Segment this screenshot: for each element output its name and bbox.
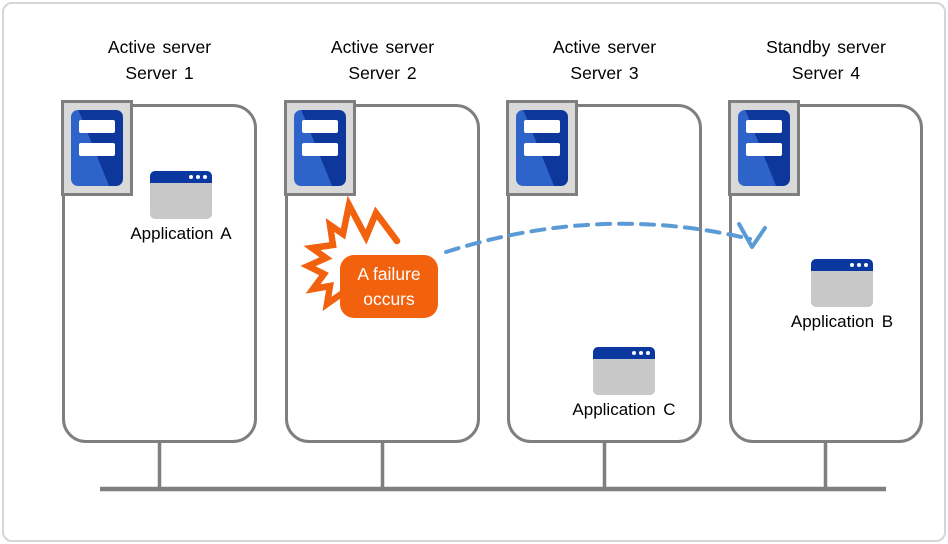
server-name-label: Server 3 [570, 63, 639, 83]
tower-drive-bay [746, 120, 782, 133]
application-window-icon [811, 259, 873, 307]
tower-chassis [516, 110, 568, 186]
window-dot [864, 263, 868, 267]
application-label: Application C [572, 400, 676, 419]
tower-chassis [71, 110, 123, 186]
server-2-title: Active server Server 2 [265, 34, 500, 86]
server-1-title: Active server Server 1 [42, 34, 277, 86]
window-dot [189, 175, 193, 179]
tower-drive-bay [524, 120, 560, 133]
server-tower-icon [61, 100, 133, 196]
application-window-icon [593, 347, 655, 395]
server-group-3: Active server Server 3 Application C [506, 37, 702, 443]
application-window-icon [150, 171, 212, 219]
server-group-2: Active server Server 2 [284, 37, 480, 443]
application-label: Application A [130, 224, 232, 243]
application-a: Application A [123, 171, 239, 244]
server-4-title: Standby server Server 4 [709, 34, 943, 86]
tower-drive-bay [79, 143, 115, 156]
server-role-label: Active server [552, 37, 657, 57]
window-titlebar [150, 171, 212, 183]
server-3-title: Active server Server 3 [487, 34, 722, 86]
window-dot [850, 263, 854, 267]
tower-drive-bay [524, 143, 560, 156]
server-tower-icon [728, 100, 800, 196]
window-dot [196, 175, 200, 179]
application-c: Application C [566, 347, 682, 420]
window-dot [857, 263, 861, 267]
application-label: Application B [790, 312, 894, 331]
failure-callout: A failure occurs [340, 255, 438, 318]
tower-chassis [738, 110, 790, 186]
tower-drive-bay [79, 120, 115, 133]
tower-chassis [294, 110, 346, 186]
window-titlebar [811, 259, 873, 271]
server-group-1: Active server Server 1 Application A [61, 37, 257, 443]
tower-drive-bay [746, 143, 782, 156]
server-name-label: Server 2 [348, 63, 417, 83]
window-dot [639, 351, 643, 355]
server-name-label: Server 1 [125, 63, 194, 83]
window-dot [632, 351, 636, 355]
server-role-label: Standby server [766, 37, 886, 57]
server-tower-icon [506, 100, 578, 196]
tower-drive-bay [302, 143, 338, 156]
server-tower-icon [284, 100, 356, 196]
server-role-label: Active server [107, 37, 212, 57]
server-role-label: Active server [330, 37, 435, 57]
application-b: Application B [777, 259, 907, 332]
window-titlebar [593, 347, 655, 359]
tower-drive-bay [302, 120, 338, 133]
server-group-4: Standby server Server 4 Application B [728, 37, 923, 443]
window-dot [646, 351, 650, 355]
window-dot [203, 175, 207, 179]
server-name-label: Server 4 [791, 63, 861, 83]
